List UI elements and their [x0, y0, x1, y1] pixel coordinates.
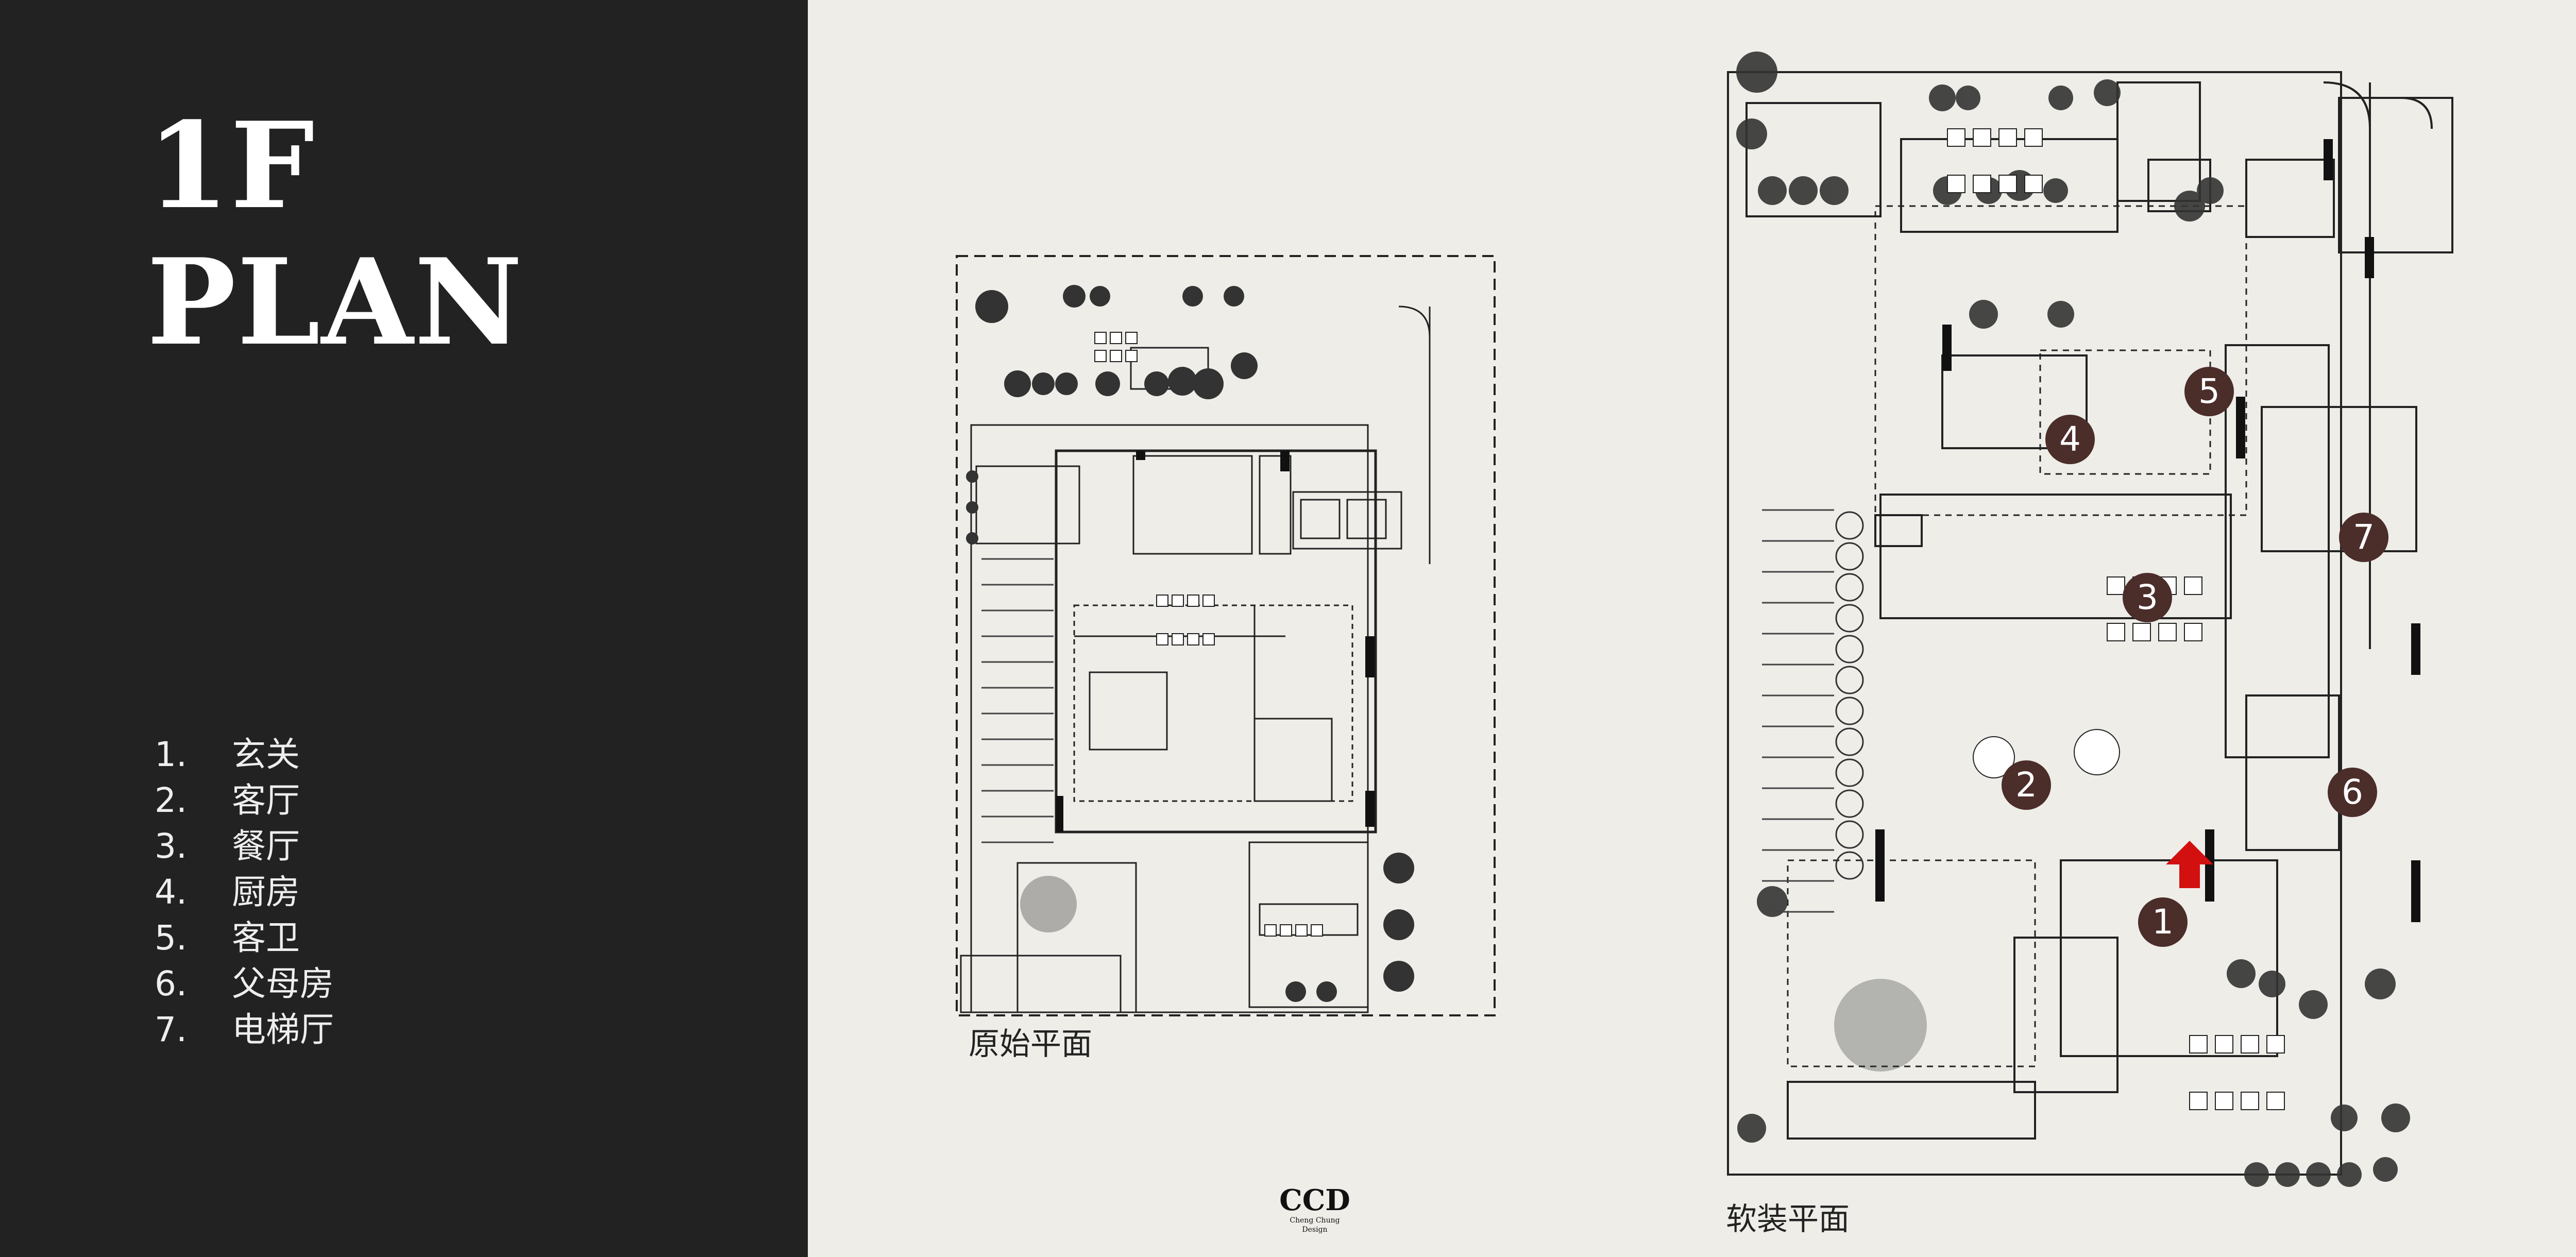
legend-label: 客卫 [232, 918, 300, 958]
legend-item: 1. 玄关 [155, 732, 334, 777]
room-marker-elevator-hall: 7 [2339, 513, 2388, 562]
legend-label: 父母房 [232, 964, 334, 1004]
legend-label: 玄关 [232, 735, 300, 774]
room-marker-kitchen: 4 [2045, 415, 2095, 464]
legend-number: 3. [155, 826, 187, 866]
legend-label: 客厅 [232, 780, 300, 820]
legend-label: 厨房 [232, 872, 300, 912]
room-marker-living-room: 2 [2002, 760, 2051, 810]
legend-label: 电梯厅 [232, 1010, 334, 1049]
original-plan-greenery [966, 285, 1414, 1002]
room-marker-guest-bathroom: 5 [2184, 367, 2234, 416]
page-title: 1F PLAN [147, 98, 523, 371]
room-marker-parents-room: 6 [2328, 768, 2377, 817]
legend-item: 3. 餐厅 [155, 823, 334, 869]
brand-logo: CCD Cheng Chung Design [1279, 1185, 1351, 1234]
room-legend: 1. 玄关 2. 客厅 3. 餐厅 4. 厨房 5. 客卫 6. 父母房 7. 电梯厅 [155, 732, 334, 1052]
legend-item: 2. 客厅 [155, 777, 334, 823]
brand-name: CCD [1279, 1183, 1350, 1217]
legend-number: 1. [155, 735, 187, 774]
legend-number: 2. [155, 780, 187, 820]
left-panel: 1F PLAN 1. 玄关 2. 客厅 3. 餐厅 4. 厨房 5. 客卫 6. 父母房 7… [0, 0, 808, 1257]
furnished-plan-drawing [1727, 52, 2453, 1187]
room-marker-entrance: 1 [2138, 897, 2188, 947]
brand-subtitle: Cheng Chung Design [1290, 1216, 1340, 1234]
legend-item: 6. 父母房 [155, 961, 334, 1007]
furnished-plan-caption: 软装平面 [1726, 1201, 1850, 1237]
original-floor-plan [956, 255, 1497, 1017]
entry-arrow-icon [2166, 841, 2213, 888]
legend-label: 餐厅 [232, 826, 300, 866]
legend-number: 5. [155, 918, 187, 958]
furnished-floor-plan [1726, 36, 2530, 1190]
legend-number: 6. [155, 964, 187, 1004]
original-plan-caption: 原始平面 [969, 1026, 1092, 1062]
legend-number: 4. [155, 872, 187, 912]
legend-item: 4. 厨房 [155, 869, 334, 915]
furnished-plan-hedge [1835, 511, 1864, 880]
title-line-1: 1F [147, 96, 316, 235]
title-line-2: PLAN [147, 233, 524, 372]
furnished-plan-greenery [1736, 52, 2410, 1187]
original-plan-drawing [956, 255, 1496, 1016]
room-marker-dining-room: 3 [2123, 573, 2172, 622]
legend-item: 7. 电梯厅 [155, 1007, 334, 1052]
legend-number: 7. [155, 1010, 187, 1049]
legend-item: 5. 客卫 [155, 915, 334, 961]
